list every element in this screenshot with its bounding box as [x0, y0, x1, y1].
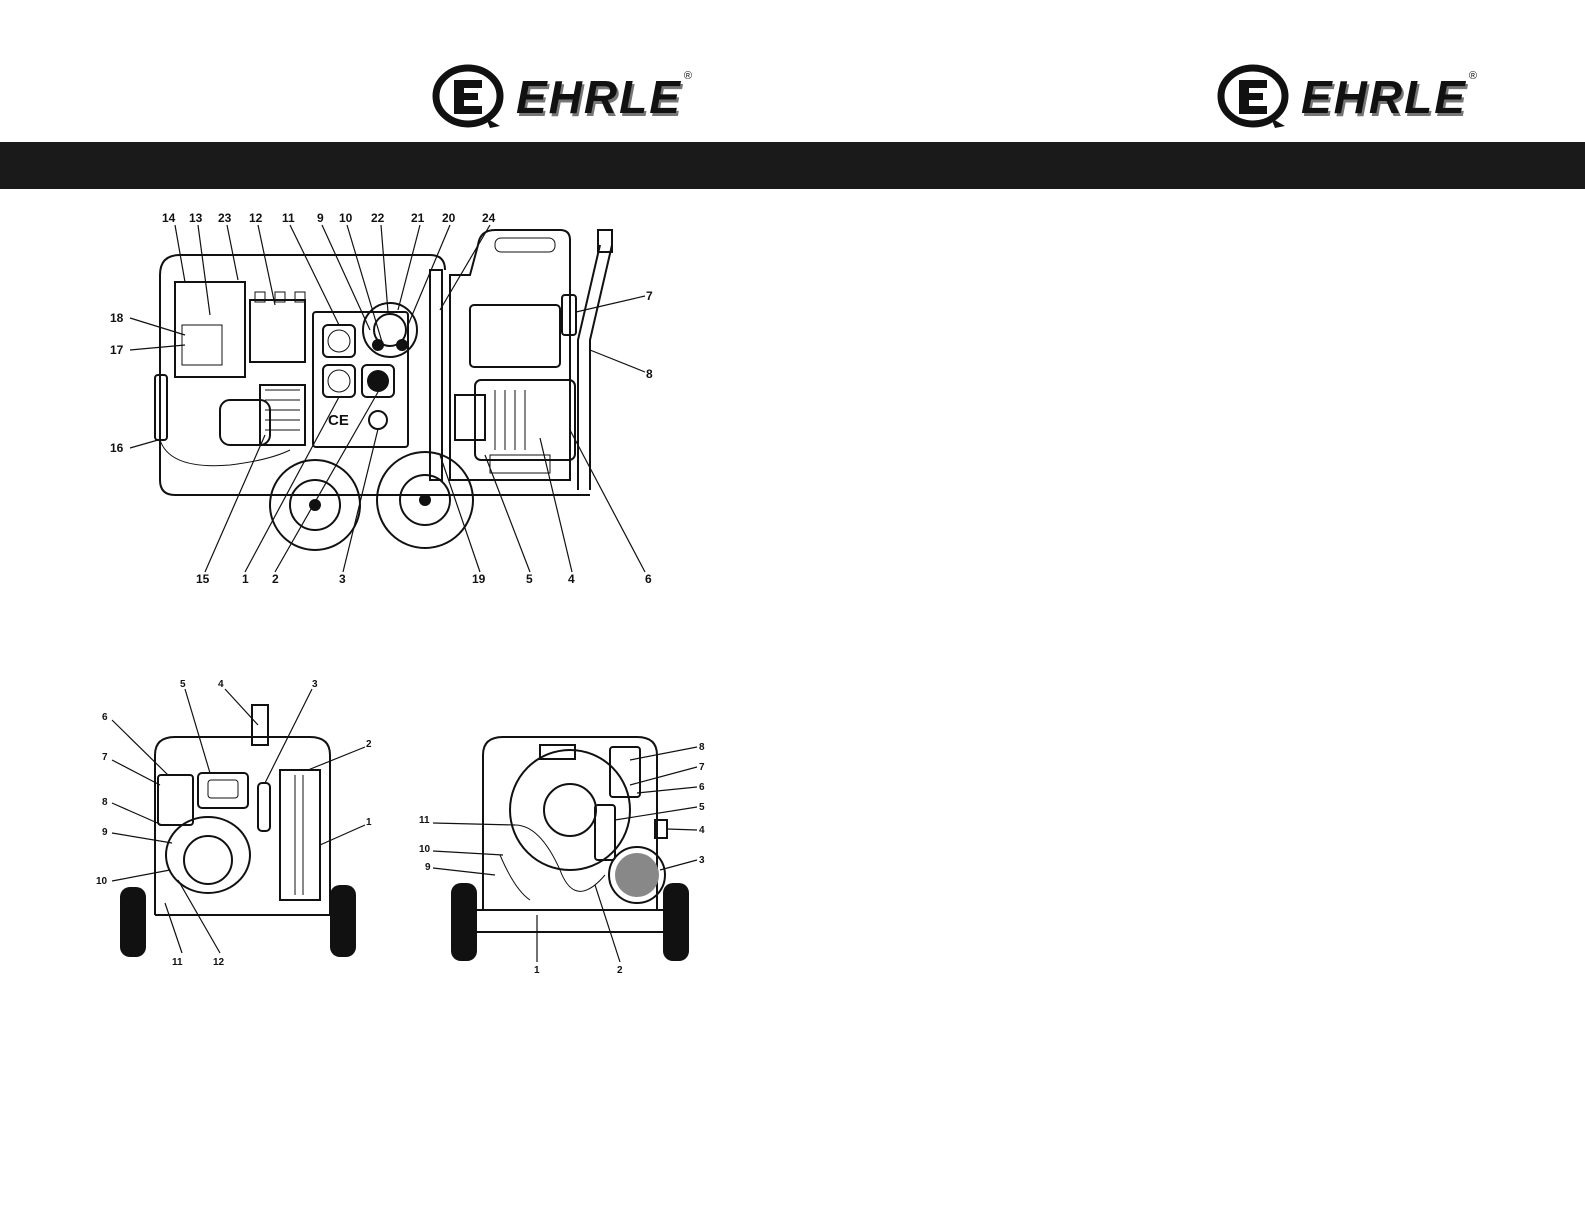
- callout-label: 11: [282, 211, 295, 225]
- brand-logo: EHRLE ®: [1215, 62, 1477, 132]
- callout-label: 9: [425, 862, 431, 873]
- callout-label: 15: [196, 572, 210, 586]
- callout-label: 8: [646, 367, 653, 381]
- callout-label: 21: [411, 211, 425, 225]
- callout-label: 5: [699, 802, 705, 813]
- callout-label: 5: [526, 572, 533, 586]
- callout-label: 3: [339, 572, 346, 586]
- registered-mark: ®: [684, 70, 692, 82]
- figure-front-view: 5 4 3 2 1 6 7 8 9 10 11 12: [90, 675, 390, 975]
- callout-label: 10: [96, 876, 108, 887]
- callout-label: 1: [366, 817, 372, 828]
- callout-label: 6: [699, 782, 705, 793]
- callout-label: 14: [162, 211, 176, 225]
- callout-label: 10: [419, 844, 431, 855]
- callout-label: 7: [646, 289, 653, 303]
- callout-label: 3: [699, 855, 705, 866]
- callout-label: 19: [472, 572, 486, 586]
- callout-label: 8: [102, 797, 108, 808]
- callout-label: 12: [213, 957, 225, 968]
- callout-label: 8: [699, 742, 705, 753]
- figure-side-view: CE 14 13 23 12 11 9 10 22 21 20: [100, 200, 680, 600]
- callout-label: 11: [419, 815, 430, 826]
- callout-label: 13: [189, 211, 203, 225]
- brand-wordmark: EHRLE: [516, 74, 682, 120]
- callout-label: 2: [617, 965, 623, 976]
- callout-label: 6: [102, 712, 108, 723]
- callout-label: 1: [242, 572, 249, 586]
- brand-logo: EHRLE ®: [430, 62, 692, 132]
- callout-label: 1: [534, 965, 540, 976]
- callout-label: 22: [371, 211, 385, 225]
- ehrle-emblem-icon: [1215, 62, 1293, 132]
- callout-label: 7: [102, 752, 108, 763]
- callout-label: 9: [317, 211, 324, 225]
- callout-label: 9: [102, 827, 108, 838]
- ce-mark: CE: [328, 412, 349, 429]
- ehrle-emblem-icon: [430, 62, 508, 132]
- callout-label: 7: [699, 762, 705, 773]
- callout-label: 11: [172, 957, 183, 968]
- callout-label: 4: [218, 679, 224, 690]
- callout-label: 3: [312, 679, 318, 690]
- callout-label: 17: [110, 343, 124, 357]
- callout-label: 4: [699, 825, 705, 836]
- callout-label: 10: [339, 211, 353, 225]
- callout-label: 20: [442, 211, 456, 225]
- callout-label: 2: [272, 572, 279, 586]
- header-bar: [0, 142, 1585, 189]
- callout-label: 16: [110, 441, 124, 455]
- registered-mark: ®: [1469, 70, 1477, 82]
- callout-label: 4: [568, 572, 575, 586]
- callout-label: 6: [645, 572, 652, 586]
- callout-label: 12: [249, 211, 263, 225]
- callout-label: 5: [180, 679, 186, 690]
- callout-label: 18: [110, 311, 124, 325]
- callout-label: 24: [482, 211, 496, 225]
- callout-label: 23: [218, 211, 232, 225]
- brand-wordmark: EHRLE: [1301, 74, 1467, 120]
- figure-rear-view: 8 7 6 5 4 3 11 10 9 1 2: [415, 725, 715, 980]
- callout-label: 2: [366, 739, 372, 750]
